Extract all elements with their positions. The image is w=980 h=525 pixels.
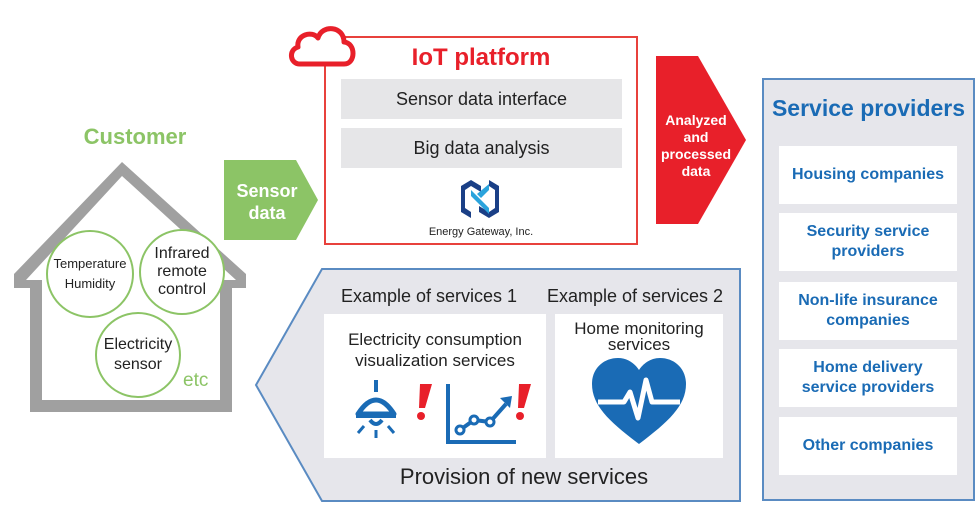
infrared-label-line1: Infrared bbox=[154, 245, 210, 262]
provider-label: Other companies bbox=[802, 437, 934, 454]
example-1-title-line1: Electricity consumption bbox=[348, 330, 522, 349]
energy-gateway-logo-icon bbox=[461, 180, 499, 218]
analyzed-line2: and bbox=[683, 129, 709, 145]
provider-other-companies: Other companies bbox=[779, 417, 957, 475]
example-2-title-line1: Home monitoring bbox=[574, 319, 704, 338]
analyzed-data-label: Analyzed and processed data bbox=[656, 112, 736, 180]
company-name: Energy Gateway, Inc. bbox=[428, 226, 534, 238]
customer-title: Customer bbox=[83, 124, 187, 149]
lamp-icon bbox=[355, 380, 397, 438]
provision-title: Provision of new services bbox=[399, 464, 649, 489]
alert-icon bbox=[417, 384, 432, 420]
sensor-data-line1: Sensor bbox=[236, 181, 298, 201]
provider-label: Housing companies bbox=[791, 166, 945, 183]
provider-home-delivery: Home delivery service providers bbox=[779, 349, 957, 407]
example-1-card bbox=[324, 314, 546, 458]
etc-label: etc bbox=[183, 370, 209, 391]
electricity-label-line1: Electricity bbox=[103, 336, 173, 353]
example-1-title: Electricity consumption visualization se… bbox=[324, 329, 546, 371]
example-2-title-line2: services bbox=[607, 335, 671, 354]
provider-label: providers bbox=[831, 243, 905, 260]
service-providers-title: Service providers bbox=[771, 95, 966, 121]
sensor-data-line2: data bbox=[248, 203, 286, 223]
iot-platform-title: IoT platform bbox=[411, 44, 551, 71]
example-2-label: Example of services 2 bbox=[547, 286, 724, 306]
sensor-data-interface: Sensor data interface bbox=[341, 79, 622, 119]
chart-up-icon bbox=[446, 384, 516, 444]
electricity-sensor-circle: Electricity sensor bbox=[95, 312, 181, 398]
provider-label: service providers bbox=[801, 379, 935, 396]
infrared-label-line3: control bbox=[157, 281, 206, 298]
provider-housing-companies: Housing companies bbox=[779, 146, 957, 204]
provider-label: Home delivery bbox=[813, 359, 923, 376]
analyzed-line3: processed bbox=[660, 146, 732, 162]
infrared-label-line2: remote bbox=[157, 263, 207, 280]
infrared-remote-circle: Infrared remote control bbox=[139, 229, 225, 315]
provider-label: Security service bbox=[806, 223, 930, 240]
heart-monitor-icon bbox=[592, 358, 686, 444]
temperature-label: Temperature bbox=[53, 256, 127, 271]
temperature-humidity-circle: Temperature Humidity bbox=[46, 230, 134, 318]
analyzed-line1: Analyzed bbox=[665, 112, 727, 128]
provider-label: Non-life insurance bbox=[798, 292, 938, 309]
provider-label: companies bbox=[826, 312, 910, 329]
provider-non-life-insurance: Non-life insurance companies bbox=[779, 282, 957, 340]
sensor-data-arrow bbox=[224, 160, 318, 240]
cloud-icon bbox=[289, 26, 356, 67]
analyzed-line4: data bbox=[681, 163, 711, 179]
analyzed-data-arrow bbox=[656, 56, 746, 224]
provider-security-service: Security service providers bbox=[779, 213, 957, 271]
big-data-analysis: Big data analysis bbox=[341, 128, 622, 168]
example-2-title: Home monitoring services bbox=[555, 319, 723, 354]
sensor-data-label: Sensor data bbox=[226, 180, 308, 224]
example-1-title-line2: visualization services bbox=[355, 351, 515, 370]
humidity-label: Humidity bbox=[64, 276, 116, 291]
example-1-label: Example of services 1 bbox=[341, 286, 518, 306]
alert-icon bbox=[516, 384, 531, 420]
electricity-label-line2: sensor bbox=[113, 356, 162, 373]
